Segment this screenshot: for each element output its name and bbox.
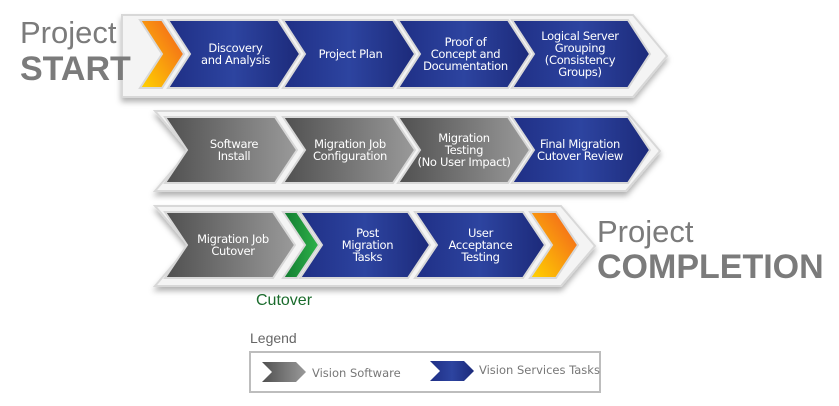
row3-chevron-1 (163, 211, 297, 279)
legend-title: Legend (250, 330, 297, 346)
row1-chevron-2 (281, 19, 417, 89)
step-project-plan: Project Plan (318, 47, 383, 61)
row3-chevron-3 (413, 211, 547, 279)
project-start-line2: START (20, 50, 131, 88)
cutover-chevron (281, 211, 321, 279)
legend-vision-software: Vision Software (312, 366, 401, 380)
project-completion-line2: COMPLETION (597, 248, 824, 286)
step-software-install: Software Install (209, 137, 259, 163)
step-migration-job-configuration: Migration Job Configuration (312, 137, 388, 163)
row3-chevron-2 (298, 211, 432, 279)
completion-chevron (528, 211, 580, 279)
row2-chevron-3 (396, 116, 532, 184)
row2-chevron-1 (163, 116, 299, 184)
step-user-acceptance-testing: User Acceptance Testing (448, 226, 513, 264)
legend-box (249, 351, 601, 393)
project-start-line1: Project (20, 15, 117, 50)
row1-chevron-4 (510, 19, 652, 89)
step-proof-of-concept: Proof of Concept and Documentation (423, 35, 508, 73)
project-completion-line1: Project (597, 214, 694, 249)
step-discovery-analysis: Discovery and Analysis (200, 41, 271, 67)
step-migration-testing: Migration Testing (No User Impact) (417, 131, 511, 169)
step-post-migration-tasks: Post Migration Tasks (341, 226, 394, 264)
step-final-migration-cutover-review: Final Migration Cutover Review (537, 137, 623, 163)
row2-chevron-4 (510, 116, 652, 184)
legend-vision-services-tasks: Vision Services Tasks (479, 363, 600, 377)
row1-chevron-1 (166, 19, 302, 89)
cutover-label: Cutover (256, 292, 313, 309)
step-migration-job-cutover: Migration Job Cutover (197, 232, 269, 258)
step-logical-server-grouping: Logical Server Grouping (Consistency Gro… (541, 29, 619, 79)
legend-blue-chevron-icon (430, 361, 474, 381)
legend-gray-chevron-icon (262, 362, 306, 382)
start-chevron (138, 19, 186, 89)
row2-chevron-2 (281, 116, 417, 184)
row1-chevron-3 (396, 19, 532, 89)
